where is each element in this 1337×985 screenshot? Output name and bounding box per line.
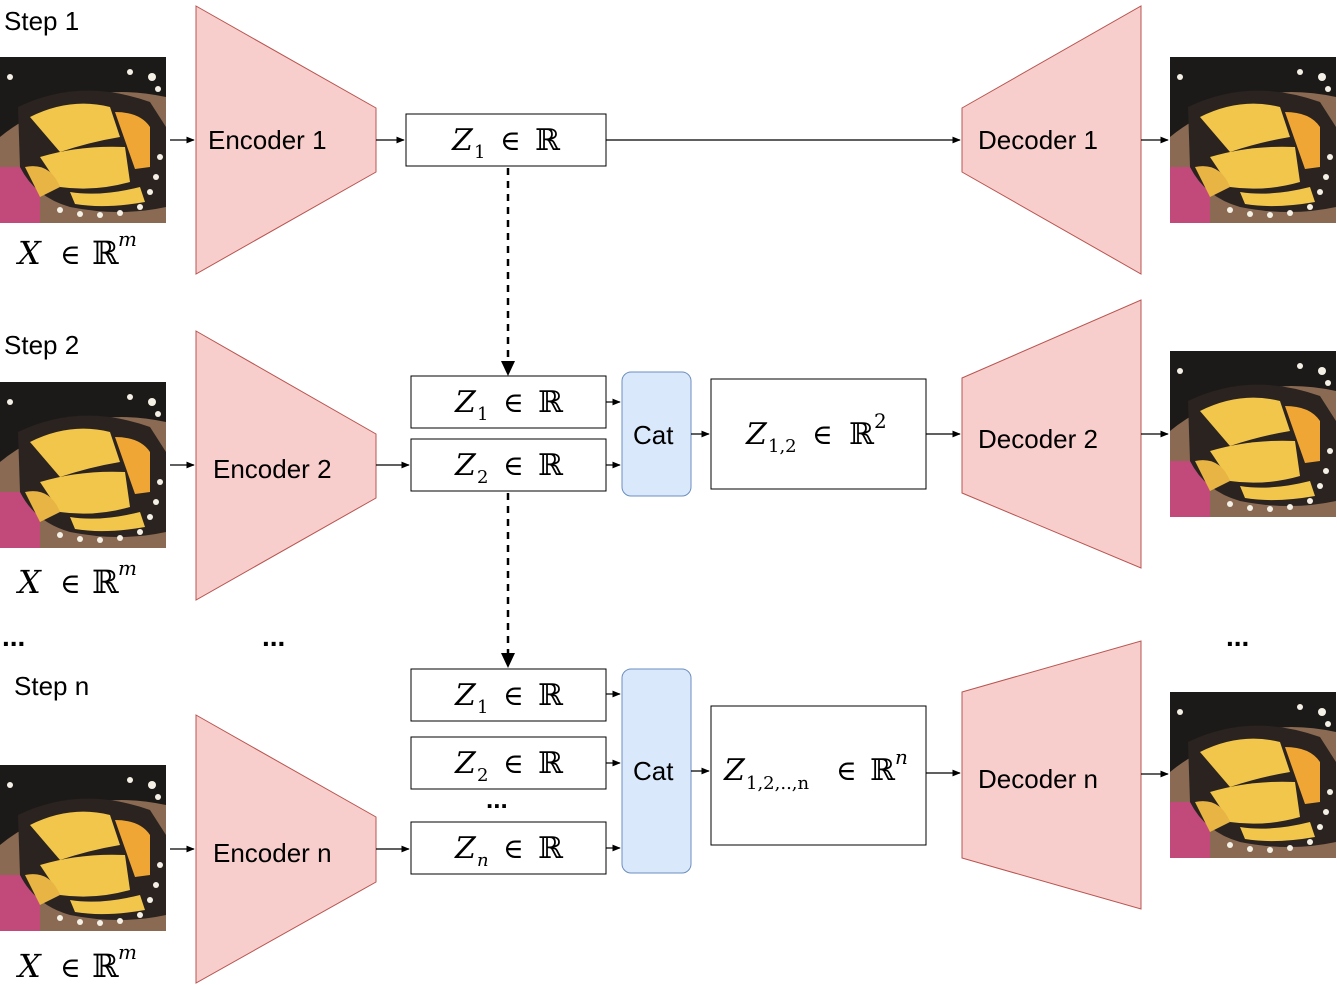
element-of-symbol: ∈ — [60, 567, 81, 600]
decoder-2-shape — [961, 299, 1142, 569]
latent-var: Z — [454, 831, 477, 866]
latent-space: ℝ — [538, 831, 564, 866]
latent-box-step-n-z1 — [410, 668, 607, 722]
input-space: ℝ — [92, 234, 119, 272]
input-image-step-n — [0, 765, 166, 931]
input-var: X — [15, 234, 42, 272]
latent-subscript: n — [477, 850, 489, 871]
concat-space: ℝ — [849, 417, 875, 452]
ellipsis-right: ... — [1226, 621, 1249, 652]
latent-box-step-2-z1 — [410, 375, 607, 429]
encoder-2-shape — [195, 330, 377, 601]
input-var: X — [15, 563, 42, 601]
input-var: X — [15, 947, 42, 985]
input-label-step-n: X ∈ ℝ m — [15, 940, 137, 985]
latent-label-step-n-zn: Z n ∈ ℝ — [454, 831, 564, 871]
latent-subscript: 1 — [474, 142, 485, 163]
concat-label-step-2: Z 1,2 ∈ ℝ 2 — [745, 409, 887, 457]
element-of-symbol: ∈ — [500, 124, 521, 157]
encoder-n-shape — [195, 714, 377, 984]
latent-space: ℝ — [538, 385, 564, 420]
latent-label-step-2-z2: Z 2 ∈ ℝ — [454, 448, 564, 488]
latent-space: ℝ — [535, 123, 561, 158]
concat-exponent: 2 — [874, 409, 887, 433]
encoder-n-label: Encoder n — [213, 838, 332, 868]
concat-exponent: n — [895, 745, 908, 769]
output-image-step-n — [1170, 692, 1336, 858]
element-of-symbol: ∈ — [503, 449, 524, 482]
input-exponent: m — [118, 940, 137, 964]
decoder-n-shape — [961, 640, 1142, 910]
element-of-symbol: ∈ — [60, 951, 81, 984]
latent-label-step-n-z1: Z 1 ∈ ℝ — [454, 678, 564, 718]
latent-label-step-n-z2: Z 2 ∈ ℝ — [454, 746, 564, 786]
output-image-step-2 — [1170, 351, 1336, 517]
concat-box-step-n — [710, 705, 927, 846]
element-of-symbol: ∈ — [503, 747, 524, 780]
element-of-symbol: ∈ — [60, 238, 81, 271]
concat-var: Z — [723, 753, 746, 788]
latent-space: ℝ — [538, 448, 564, 483]
input-exponent: m — [118, 556, 137, 580]
latent-var: Z — [451, 123, 474, 158]
encoder-1-label: Encoder 1 — [208, 125, 327, 155]
latent-var: Z — [454, 746, 477, 781]
latent-box-step-n-zn — [410, 821, 607, 875]
ellipsis-left: ... — [2, 621, 25, 652]
input-image-step-1 — [0, 57, 166, 223]
concat-subscript: 1,2 — [768, 436, 797, 457]
encoder-1-shape — [195, 5, 377, 275]
concat-var: Z — [745, 417, 768, 452]
element-of-symbol: ∈ — [503, 679, 524, 712]
latent-ellipsis: ... — [486, 784, 508, 814]
latent-label-step-2-z1: Z 1 ∈ ℝ — [454, 385, 564, 425]
encoder-2-label: Encoder 2 — [213, 454, 332, 484]
element-of-symbol: ∈ — [503, 832, 524, 865]
input-space: ℝ — [92, 947, 119, 985]
flow-arrows — [170, 136, 1169, 853]
latent-box-step-n-z2 — [410, 736, 607, 790]
latent-box-step-1-z1 — [405, 113, 607, 167]
concat-subscript: 1,2,..,n — [746, 773, 810, 794]
element-of-symbol: ∈ — [812, 418, 833, 451]
decoder-n-label: Decoder n — [978, 764, 1098, 794]
input-space: ℝ — [92, 563, 119, 601]
latent-space: ℝ — [538, 746, 564, 781]
latent-subscript: 2 — [477, 467, 488, 488]
latent-subscript: 2 — [477, 765, 488, 786]
element-of-symbol: ∈ — [503, 386, 524, 419]
concat-box-step-2 — [710, 378, 927, 490]
decoder-1-shape — [961, 5, 1142, 275]
cat-label-step-n: Cat — [633, 756, 674, 786]
latent-label-step-1-z1: Z 1 ∈ ℝ — [451, 123, 561, 163]
latent-var: Z — [454, 448, 477, 483]
step-1-label: Step 1 — [4, 6, 79, 36]
concat-space: ℝ — [870, 753, 896, 788]
ellipsis-encoder: ... — [262, 621, 285, 652]
element-of-symbol: ∈ — [836, 754, 857, 787]
step-2-label: Step 2 — [4, 330, 79, 360]
cat-label-step-2: Cat — [633, 420, 674, 450]
step-n-label: Step n — [14, 671, 89, 701]
latent-var: Z — [454, 385, 477, 420]
concat-label-step-n: Z 1,2,..,n ∈ ℝ n — [723, 745, 908, 794]
decoder-1-label: Decoder 1 — [978, 125, 1098, 155]
latent-subscript: 1 — [477, 404, 488, 425]
output-image-step-1 — [1170, 57, 1336, 223]
input-label-step-2: X ∈ ℝ m — [15, 556, 137, 601]
input-label-step-1: X ∈ ℝ m — [15, 227, 137, 272]
input-image-step-2 — [0, 382, 166, 548]
input-exponent: m — [118, 227, 137, 251]
decoder-2-label: Decoder 2 — [978, 424, 1098, 454]
latent-var: Z — [454, 678, 477, 713]
latent-space: ℝ — [538, 678, 564, 713]
latent-reuse-arrows — [501, 168, 515, 668]
latent-subscript: 1 — [477, 697, 488, 718]
